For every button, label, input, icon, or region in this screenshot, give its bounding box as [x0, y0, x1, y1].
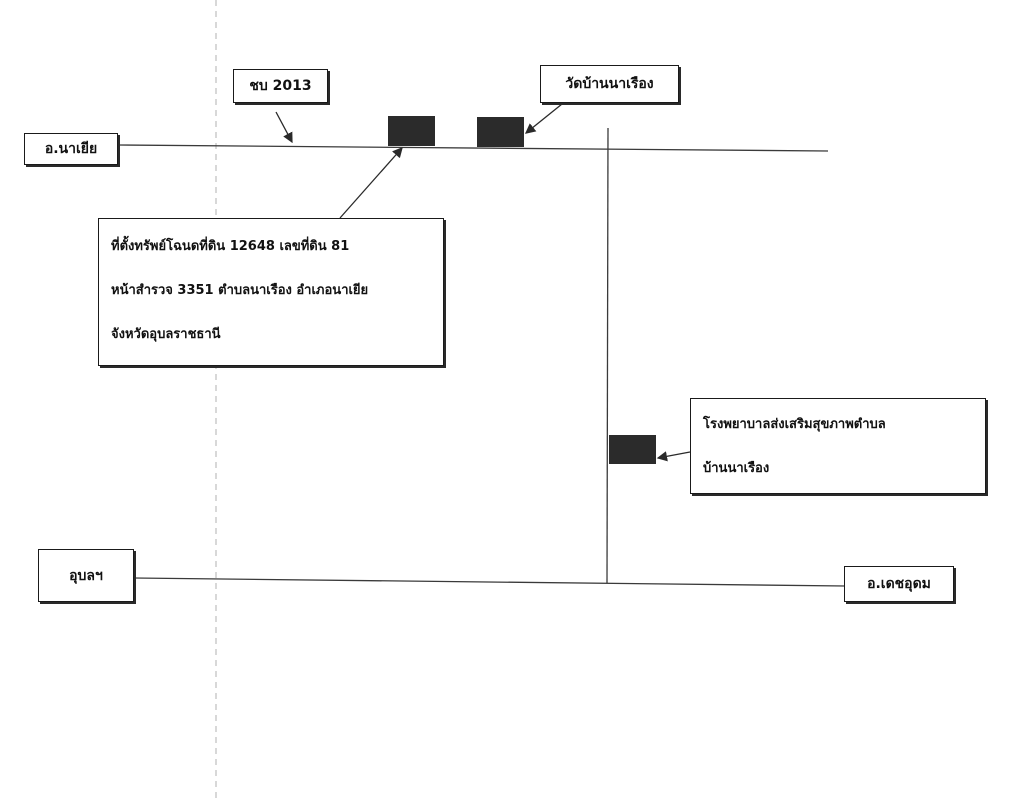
property-info-box: ที่ตั้งทรัพย์โฉนดที่ดิน 12648 เลขที่ดิน … — [98, 218, 444, 366]
road-vertical — [606, 127, 609, 584]
hospital-info-box: โรงพยาบาลส่งเสริมสุขภาพตำบล บ้านนาเรือง — [690, 398, 986, 494]
label-temple: วัดบ้านนาเรือง — [540, 65, 679, 103]
hospital-marker — [609, 435, 656, 464]
arrow-hospital — [656, 451, 691, 462]
property-line-3: จังหวัดอุบลราชธานี — [111, 327, 221, 342]
property-marker — [388, 116, 435, 146]
label-na-yia: อ.นาเยีย — [24, 133, 118, 165]
arrow-property — [339, 147, 403, 219]
temple-marker — [477, 117, 524, 147]
arrow-temple — [524, 103, 563, 134]
label-det-udom: อ.เดชอุดม — [844, 566, 954, 602]
arrow-road-code — [275, 111, 293, 144]
property-line-2: หน้าสำรวจ 3351 ตำบลนาเรือง อำเภอนาเยีย — [111, 283, 369, 298]
property-line-1: ที่ตั้งทรัพย์โฉนดที่ดิน 12648 เลขที่ดิน … — [111, 239, 350, 254]
hospital-line-1: โรงพยาบาลส่งเสริมสุขภาพตำบล — [703, 417, 886, 432]
road-bottom — [133, 577, 846, 587]
label-ubon: อุบลฯ — [38, 549, 134, 602]
hospital-line-2: บ้านนาเรือง — [703, 461, 770, 476]
road-top — [117, 144, 829, 152]
label-road-code: ชบ 2013 — [233, 69, 328, 103]
